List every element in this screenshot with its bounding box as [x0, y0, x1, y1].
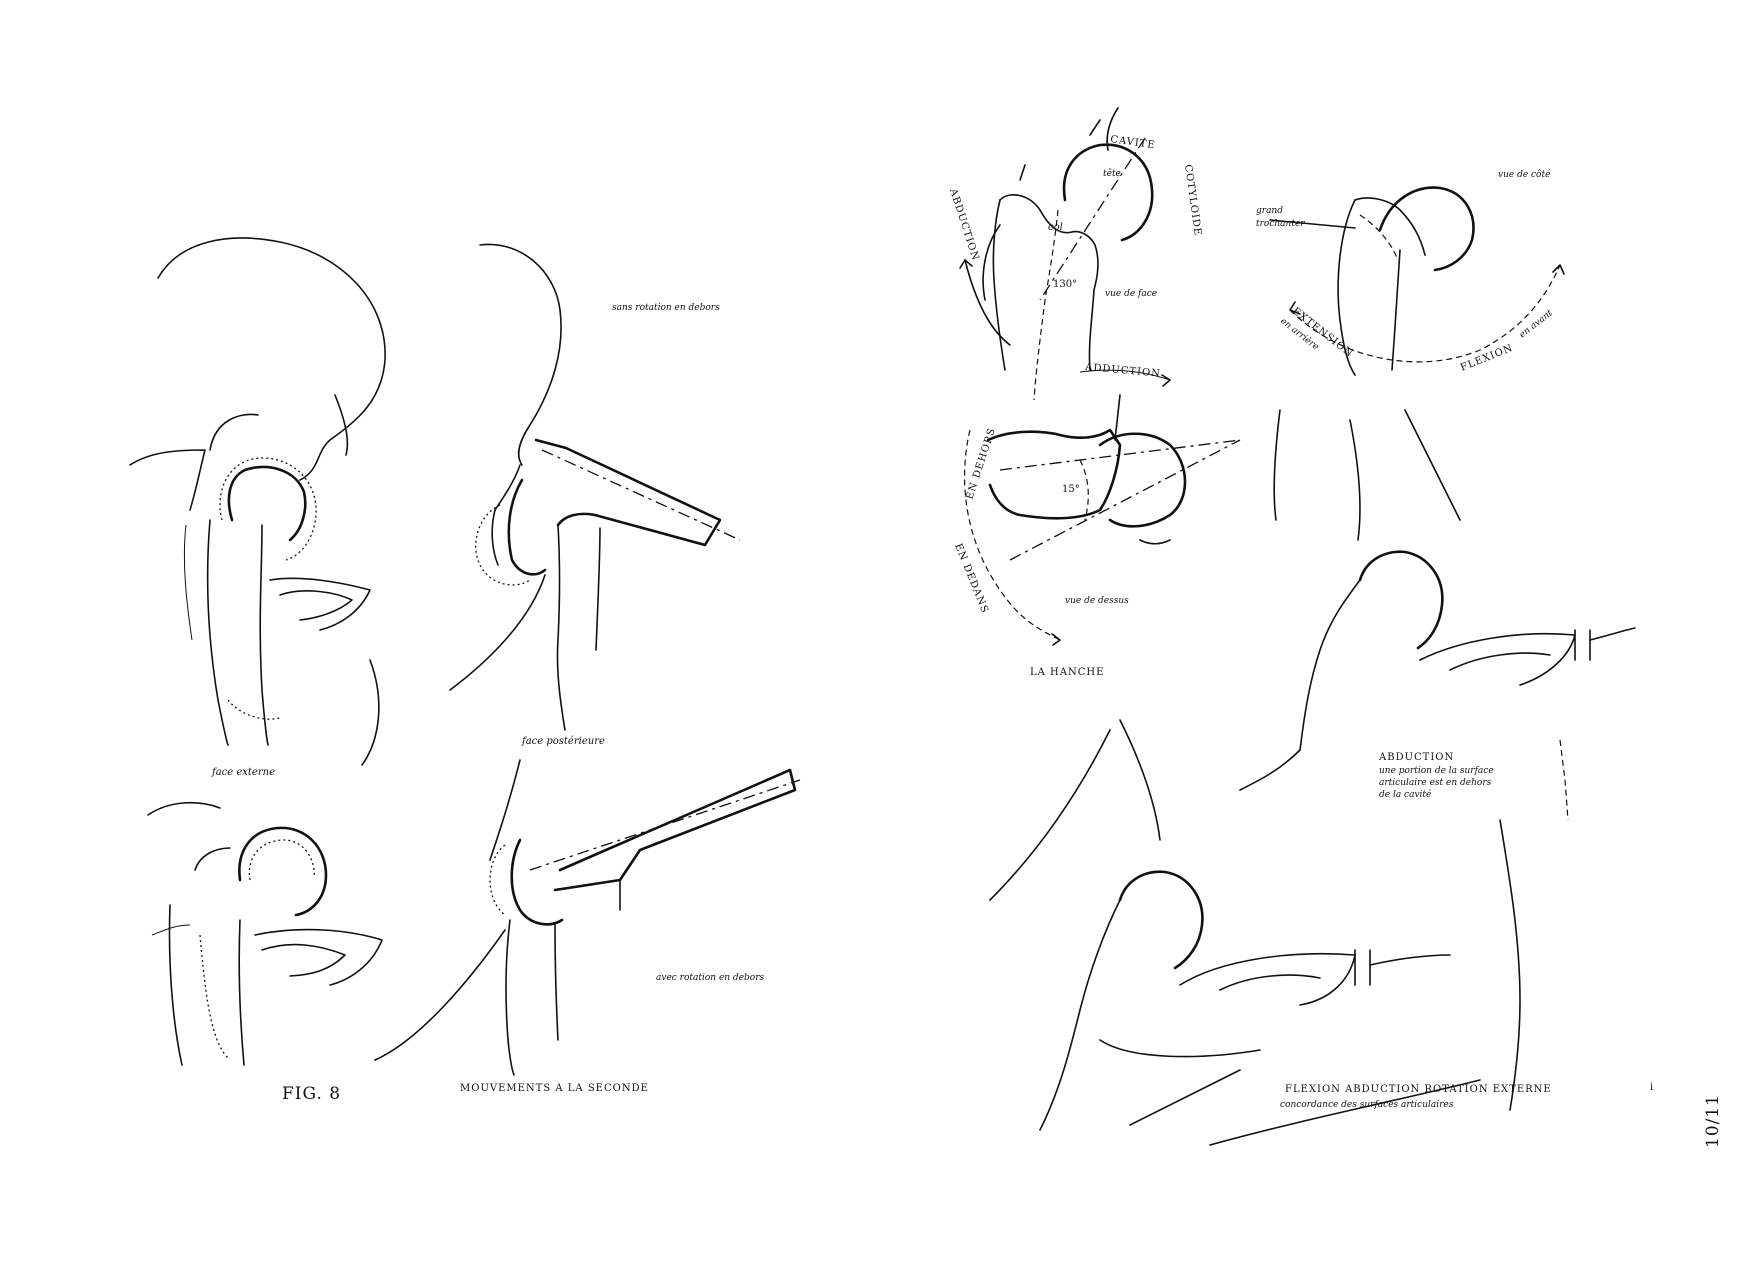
face-posterieure-drawing: [449, 243, 741, 731]
flexion-pelvis-drawing: [989, 719, 1521, 1146]
label-flexion: FLEXION: [1459, 343, 1515, 374]
label-en-avant: en avant: [1518, 308, 1555, 340]
label-face-externe: face externe: [211, 767, 275, 778]
label-grand: grand: [1256, 206, 1283, 216]
posterior-rotation-drawing: [374, 759, 801, 1076]
label-abduction-note-2: articulaire est en dehors: [1379, 778, 1492, 788]
label-130: 130°: [1053, 279, 1077, 290]
label-flexion-title: FLEXION ABDUCTION ROTATION EXTERNE: [1285, 1084, 1552, 1095]
label-abduction-note-1: une portion de la surface: [1379, 766, 1494, 776]
femur-vue-de-cote-drawing: [1269, 186, 1565, 376]
label-tete: tête: [1103, 168, 1121, 179]
label-adduction: ADDUCTION: [1084, 362, 1162, 380]
label-face-posterieure: face postérieure: [521, 736, 605, 747]
label-trochanter: trochanter: [1256, 219, 1305, 229]
label-avec-rotation: avec rotation en debors: [656, 973, 765, 983]
label-abduction-title: ABDUCTION: [1378, 752, 1454, 763]
rotation-arc-arrow: [963, 429, 1061, 646]
label-sans-rotation: sans rotation en debors: [612, 303, 720, 313]
page-number: 10/11: [1703, 1094, 1723, 1148]
label-en-dedans: EN DEDANS: [952, 542, 990, 615]
femur-vue-de-dessus-drawing: [986, 394, 1241, 561]
label-flexion-note: concordance des surfaces articulaires: [1280, 1100, 1454, 1110]
label-col: col: [1048, 222, 1063, 233]
abduction-arrow: [959, 259, 1011, 346]
adduction-arrow: [1079, 369, 1171, 387]
label-cotyloide: COTYLOIDE: [1182, 164, 1203, 237]
margin-mark: i: [1650, 1082, 1653, 1093]
figure-label: FIG. 8: [282, 1084, 341, 1104]
label-15: 15°: [1062, 484, 1080, 495]
label-abduction-arc: ABDUCTION: [947, 187, 981, 263]
abduction-pelvis-drawing: [1239, 409, 1636, 821]
label-vue-de-cote: vue de côté: [1498, 169, 1551, 180]
label-vue-de-dessus: vue de dessus: [1065, 596, 1129, 606]
label-la-hanche: LA HANCHE: [1030, 667, 1104, 678]
label-cavite: CAVITE: [1110, 134, 1157, 151]
femur-vue-de-face-drawing: [982, 107, 1154, 401]
caption-mouvements: MOUVEMENTS A LA SECONDE: [460, 1083, 649, 1094]
label-vue-de-face: vue de face: [1105, 289, 1157, 299]
face-externe-drawing: [129, 237, 386, 746]
label-abduction-note-3: de la cavité: [1379, 789, 1432, 800]
external-rotation-pelvis-drawing: [147, 659, 383, 1066]
